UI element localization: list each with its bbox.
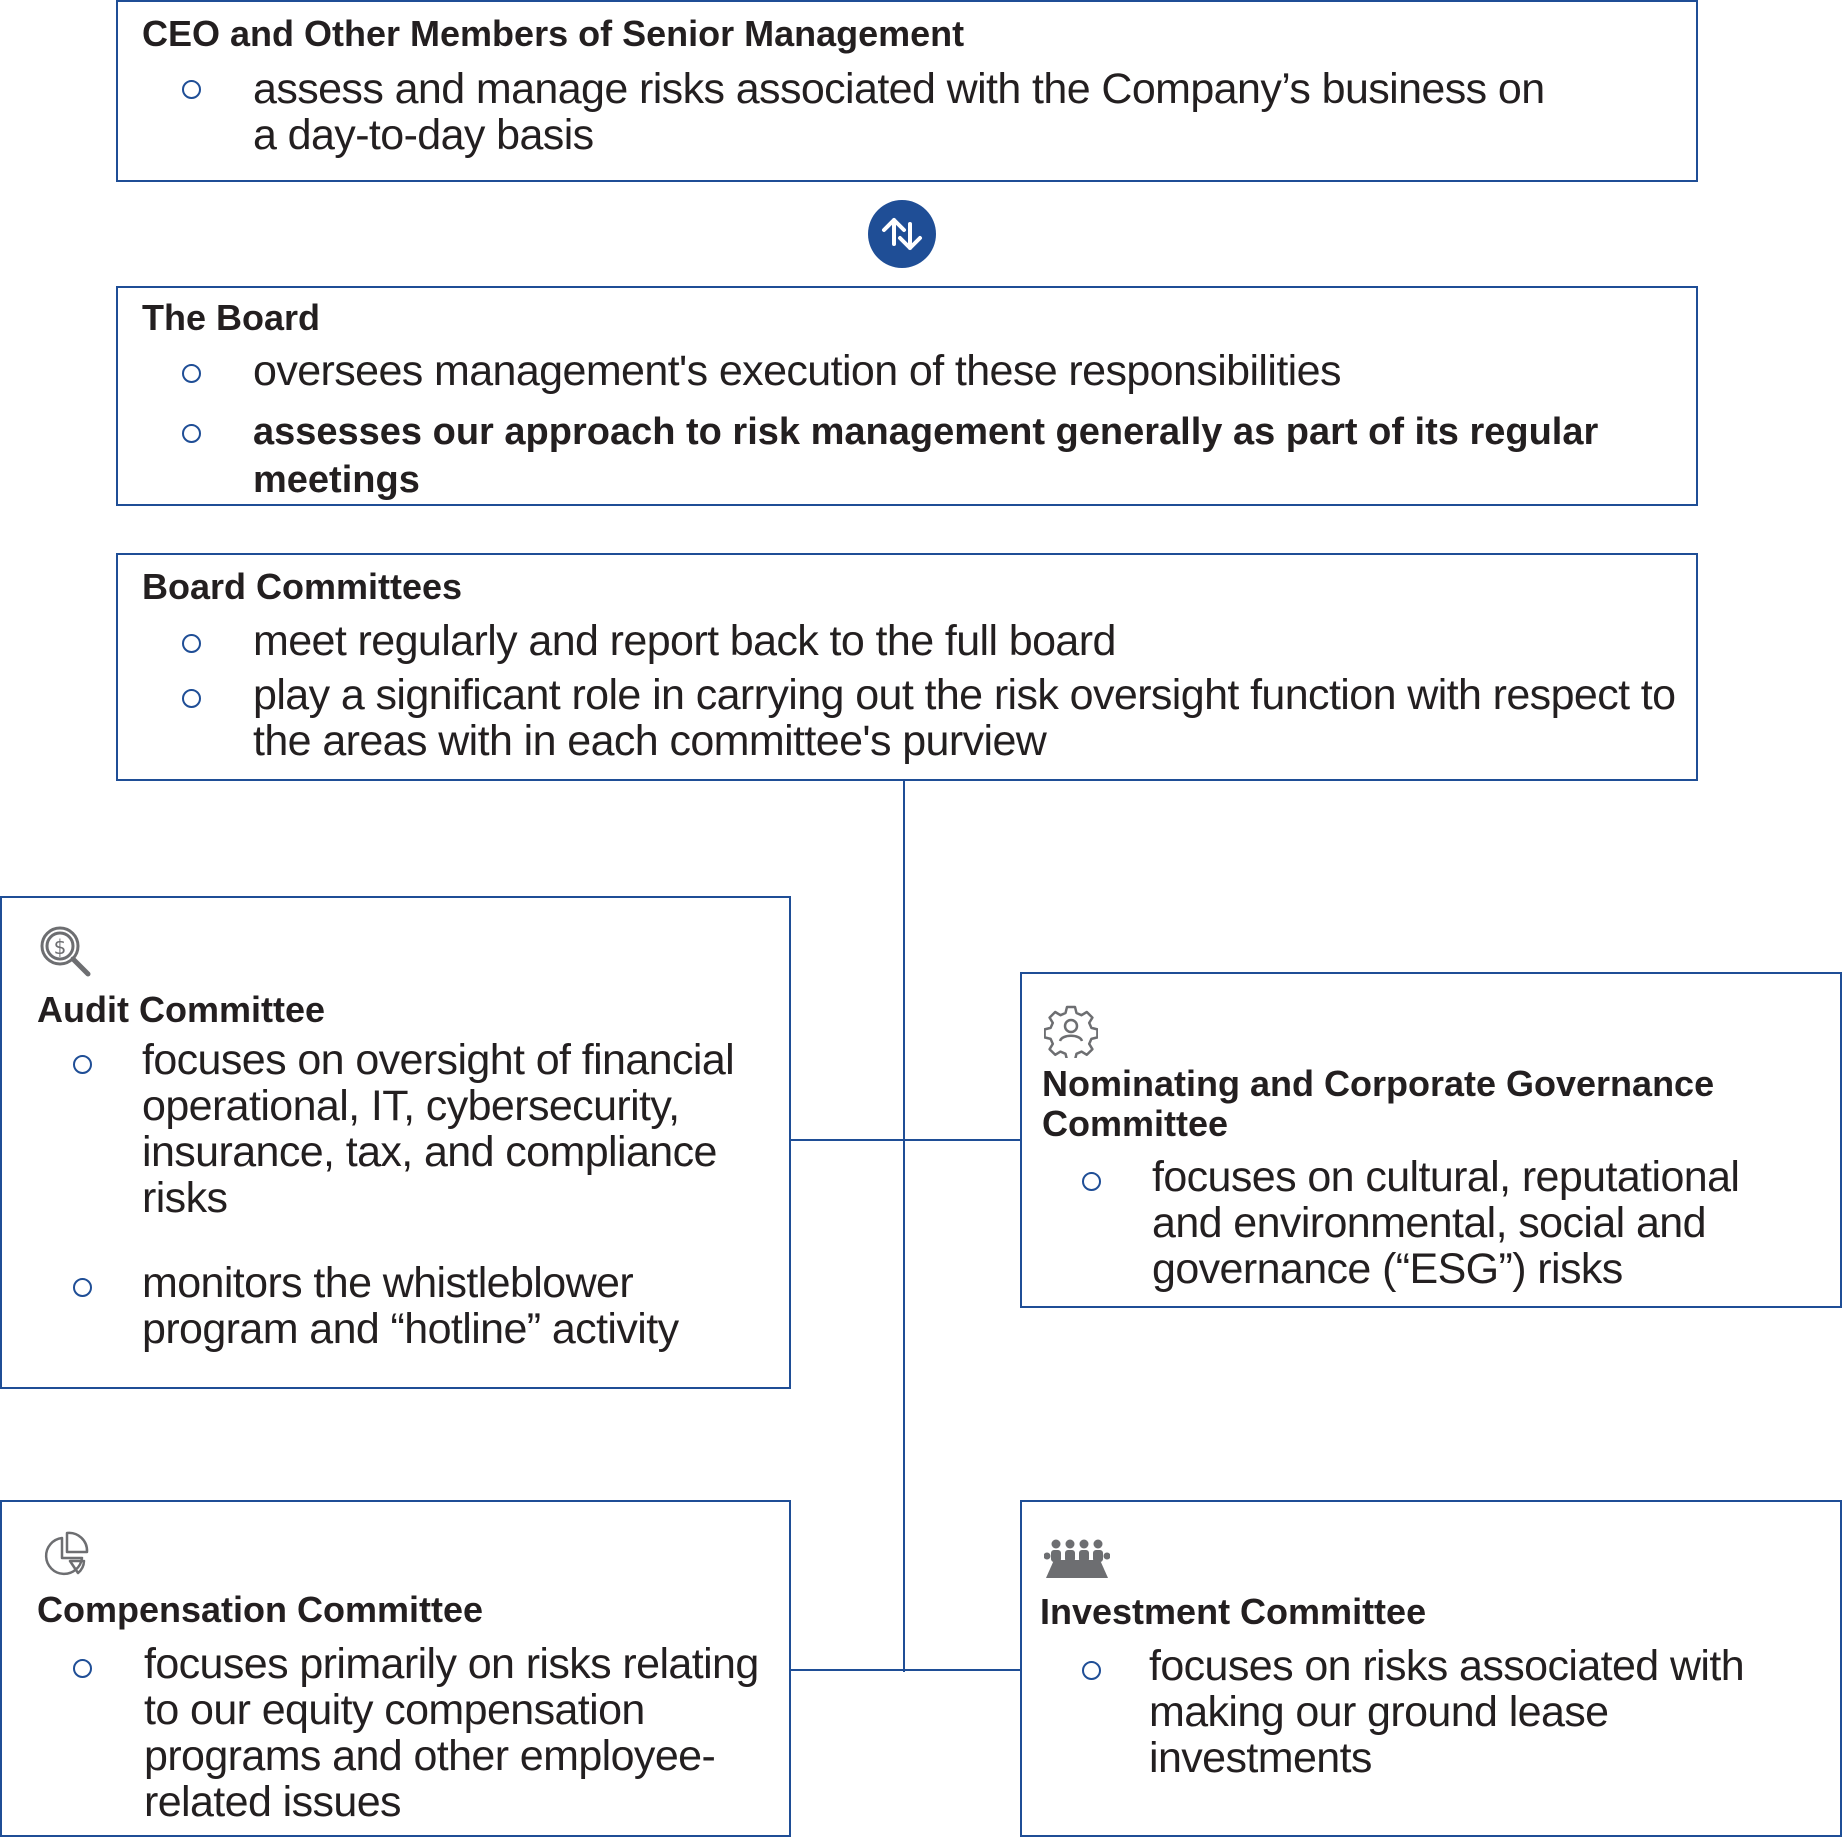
bullet-icon bbox=[73, 1055, 92, 1074]
bullet-icon bbox=[182, 424, 201, 443]
senior-management-box: CEO and Other Members of Senior Manageme… bbox=[116, 0, 1698, 182]
connector-compensation-investment bbox=[789, 1669, 1021, 1671]
board-item-1: oversees management's execution of these… bbox=[253, 347, 1341, 395]
compensation-committee-box: Compensation Committee focuses primarily… bbox=[0, 1500, 791, 1837]
bullet-icon bbox=[73, 1278, 92, 1297]
board-committees-title: Board Committees bbox=[142, 566, 463, 607]
nominating-committee-title: Nominating and Corporate Governance Comm… bbox=[1042, 1063, 1715, 1144]
senior-management-item-1: assess and manage risks associated with … bbox=[253, 65, 1545, 159]
compensation-item-1: focuses primarily on risks relating to o… bbox=[144, 1640, 759, 1826]
board-committees-box: Board Committees meet regularly and repo… bbox=[116, 553, 1698, 781]
up-down-arrows-icon bbox=[868, 200, 936, 268]
svg-text:$: $ bbox=[54, 935, 67, 959]
bullet-icon bbox=[182, 689, 201, 708]
investment-committee-box: Investment Committee focuses on risks as… bbox=[1020, 1500, 1842, 1837]
meeting-table-icon bbox=[1043, 1538, 1111, 1587]
board-item-2: assesses our approach to risk management… bbox=[253, 411, 1599, 501]
compensation-committee-title: Compensation Committee bbox=[37, 1589, 484, 1630]
bullet-icon bbox=[182, 364, 201, 383]
board-committees-item-2: play a significant role in carrying out … bbox=[253, 671, 1676, 765]
connector-audit-nominating bbox=[789, 1139, 1021, 1141]
audit-committee-title: Audit Committee bbox=[37, 989, 325, 1030]
bullet-icon bbox=[1082, 1172, 1101, 1191]
gear-person-icon bbox=[1043, 1004, 1099, 1063]
bullet-icon bbox=[1082, 1661, 1101, 1680]
nominating-item-1: focuses on cultural, reputational and en… bbox=[1152, 1153, 1740, 1293]
connector-trunk bbox=[903, 779, 905, 1672]
investment-committee-title: Investment Committee bbox=[1040, 1591, 1427, 1632]
board-box: The Board oversees management's executio… bbox=[116, 286, 1698, 506]
nominating-committee-box: Nominating and Corporate Governance Comm… bbox=[1020, 972, 1842, 1308]
board-title: The Board bbox=[142, 297, 321, 338]
audit-item-2: monitors the whistleblower program and “… bbox=[142, 1259, 679, 1353]
senior-management-title: CEO and Other Members of Senior Manageme… bbox=[142, 13, 965, 54]
investment-item-1: focuses on risks associated with making … bbox=[1149, 1642, 1745, 1782]
pie-chart-icon bbox=[40, 1530, 90, 1585]
audit-item-1: focuses on oversight of financial operat… bbox=[142, 1036, 735, 1222]
bullet-icon bbox=[73, 1659, 92, 1678]
board-committees-item-1: meet regularly and report back to the fu… bbox=[253, 617, 1116, 665]
bullet-icon bbox=[182, 634, 201, 653]
bullet-icon bbox=[182, 80, 201, 99]
audit-committee-box: $ Audit Committee focuses on oversight o… bbox=[0, 896, 791, 1389]
magnifier-dollar-icon: $ bbox=[38, 924, 94, 985]
